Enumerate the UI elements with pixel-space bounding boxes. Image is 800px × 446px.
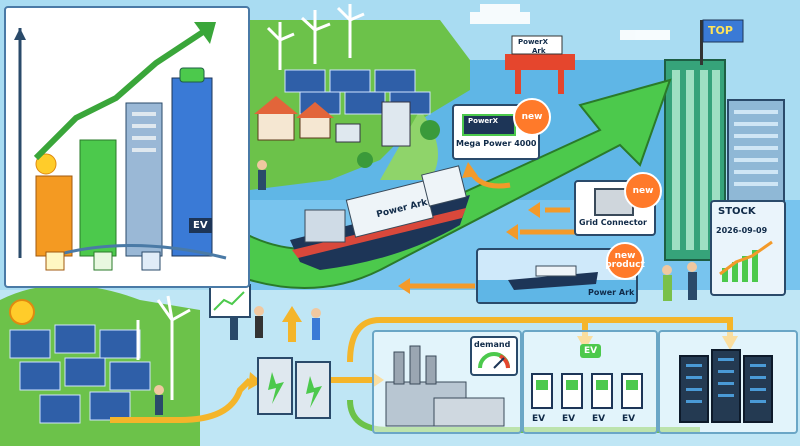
- stock-board: STOCK 2026-09-09: [710, 200, 786, 296]
- demand-label: demand: [474, 340, 511, 349]
- product-name: Mega Power 4000: [456, 139, 537, 148]
- growth-chart-panel: EV: [4, 6, 250, 288]
- power-ark-card-label: Power Ark: [588, 288, 635, 297]
- factory-art: [385, 345, 505, 427]
- battery-packs: [257, 357, 331, 419]
- stock-chart-art: [719, 240, 773, 282]
- charging-stations-art: [531, 373, 643, 409]
- platform-brand: PowerX: [518, 38, 549, 46]
- sun-icon: [9, 299, 35, 325]
- ev-station-4: EV: [622, 414, 636, 424]
- top-flag-label: TOP: [708, 24, 733, 37]
- power-ark-new-product-badge: new product: [605, 242, 645, 280]
- badge-line-1: new: [614, 251, 636, 261]
- solar-field-top: [284, 69, 431, 115]
- growth-chart-art: [14, 22, 227, 271]
- presentation-board: [209, 284, 251, 318]
- wind-turbines-bottom: [136, 295, 191, 400]
- data-center-panel: [658, 330, 798, 434]
- ev-station-1: EV: [532, 414, 546, 424]
- ev-sign: EV: [580, 344, 602, 358]
- demand-gauge: demand: [470, 336, 518, 376]
- ev-charging-panel: EV EV EV EV EV: [522, 330, 658, 434]
- chart-ev-sign: EV: [189, 218, 212, 233]
- grid-connector-new-badge: new: [624, 172, 662, 210]
- stock-date: 2026-09-09: [716, 226, 768, 235]
- power-ark-ship-art: [478, 265, 636, 302]
- cargo-ship: [290, 165, 470, 270]
- mega-power-card[interactable]: PowerX Mega Power 4000: [452, 104, 540, 160]
- mega-power-new-badge: new: [513, 98, 551, 136]
- server-racks-art: [679, 349, 773, 423]
- trees: [357, 120, 440, 168]
- platform-brand-line2: Ark: [532, 47, 546, 55]
- solar-field-bottom: [9, 324, 151, 424]
- offshore-platform: [505, 35, 575, 94]
- stock-title: STOCK: [718, 206, 756, 217]
- badge-line-2: product: [605, 260, 645, 270]
- factory-panel: demand: [372, 330, 522, 434]
- ev-station-3: EV: [592, 414, 606, 424]
- grid-connector-label: Grid Connector: [579, 218, 647, 227]
- product-brand: PowerX: [468, 117, 499, 125]
- wind-turbines-top: [266, 4, 365, 70]
- houses: [254, 96, 411, 147]
- gauge-icon: [478, 352, 510, 369]
- ev-station-2: EV: [562, 414, 576, 424]
